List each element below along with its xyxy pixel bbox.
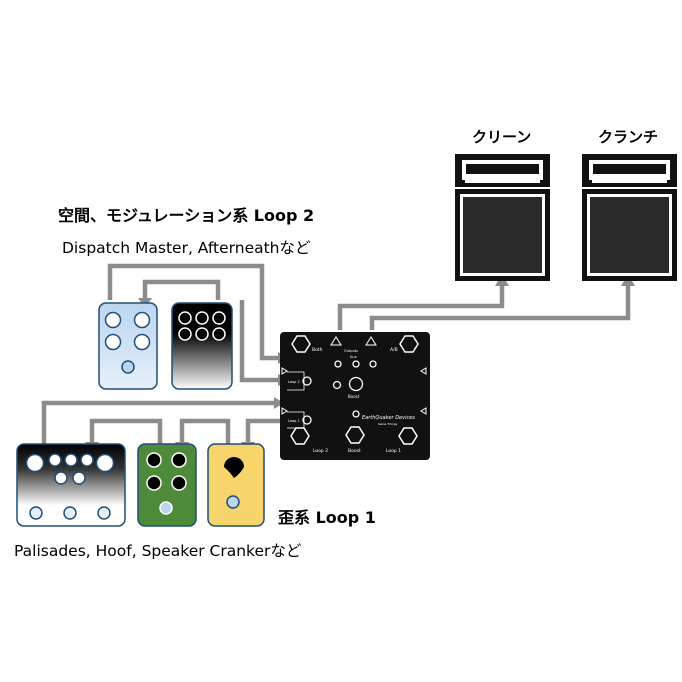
footswitch-both [291,335,311,353]
switcher-label-boost-fs: Boost [348,448,361,454]
cable-loop1-a [89,418,163,444]
switcher-label-aux: Aux [350,355,357,359]
clean-amp-label: クリーン [472,128,532,146]
switcher-brand: EarthQuaker Devices [362,415,415,421]
cable-to-crunch-amp [369,284,631,330]
cables [41,263,631,444]
switcher-label-ab: A/B [390,347,398,353]
crunch-amp-label: クランチ [598,128,659,146]
switcher-label-loop2: Loop 2 [313,448,328,454]
cable-loop1-send [41,400,276,444]
cable-loop1-b [179,418,231,444]
pedal-speaker-cranker [207,443,265,527]
loop2-pedal-list: Dispatch Master, Afterneathなど [62,239,311,257]
cable-to-clean-amp [337,284,505,330]
cable-loop2-send [107,263,280,361]
footswitch-ab [399,335,419,353]
switcher-label-loop2-jack: Loop 2 [288,380,300,384]
loop2-title: 空間、モジュレーション系 Loop 2 [58,206,315,225]
cable-loop1-return [245,418,280,444]
switcher-pedal: Both Outputs A/B Aux Loop 2 Loop 1 Boost… [280,332,430,460]
switcher-brand-sub: Swiss Things [378,422,398,426]
arrow-loop1-send [274,397,284,409]
pedal-afterneath [171,302,233,390]
switcher-label-boost: Boost [348,394,360,399]
loop1-title: 歪系 Loop 1 [278,508,376,527]
amp-crunch [582,154,677,281]
switcher-label-both: Both [312,347,323,353]
cable-loop2-return [239,300,280,383]
switcher-label-loop1: Loop 1 [386,448,401,454]
footswitch-boost [345,426,365,444]
cable-loop2-mid [142,279,221,300]
switcher-label-loop1-jack: Loop 1 [288,419,300,423]
loop1-pedal-list: Palisades, Hoof, Speaker Crankerなど [14,542,302,560]
amp-clean [455,154,550,281]
pedal-hoof [137,443,197,527]
pedal-palisades [16,443,126,527]
footswitch-loop1 [398,427,418,445]
switcher-label-outputs: Outputs [344,349,358,353]
pedal-dispatch-master [98,302,158,390]
